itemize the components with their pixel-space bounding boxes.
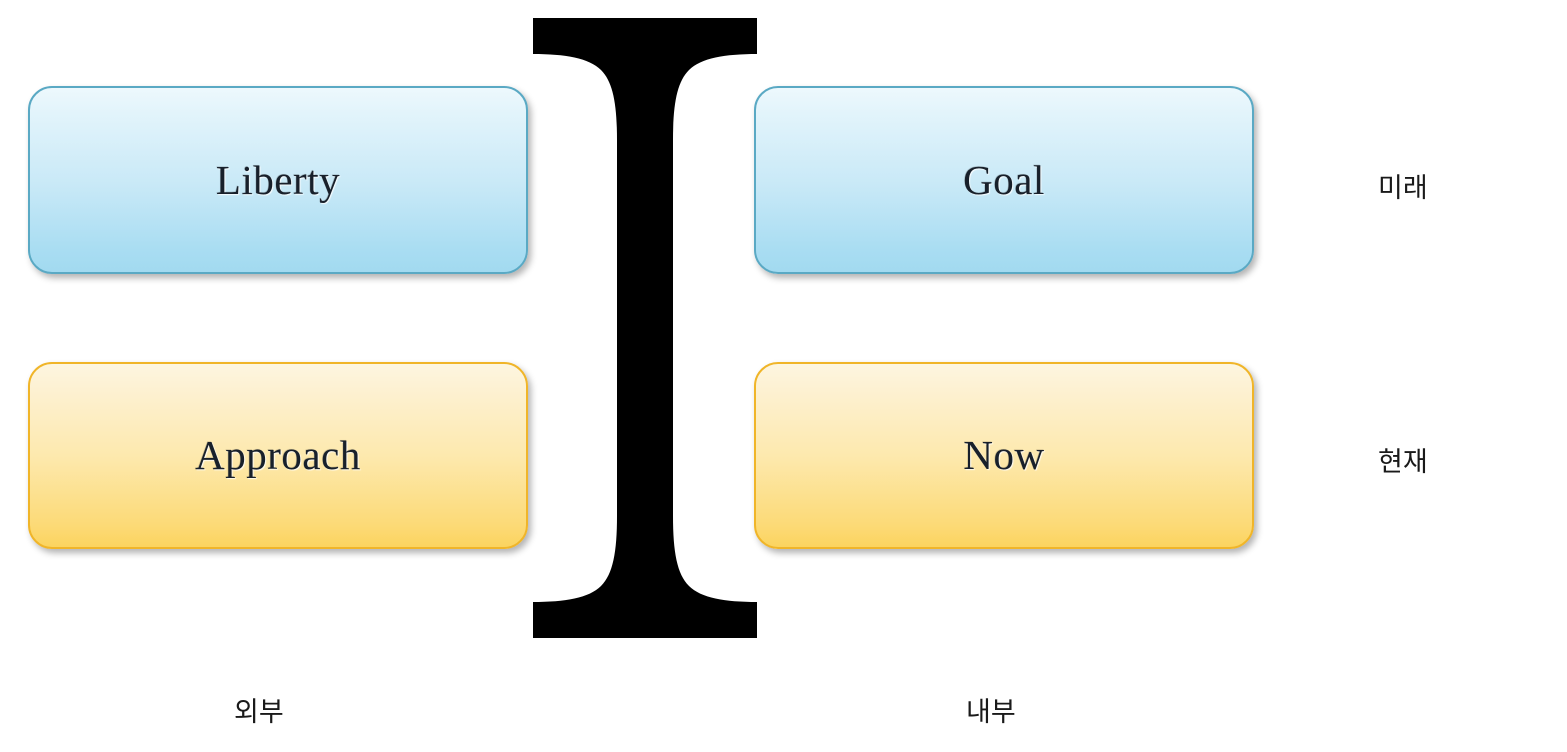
capital-letter-i-serif-icon bbox=[533, 18, 757, 638]
node-approach-label: Approach bbox=[195, 432, 361, 478]
column-label-internal: 내부 bbox=[966, 697, 1016, 727]
row-label-present: 현재 bbox=[1378, 447, 1428, 477]
row-label-future: 미래 bbox=[1378, 173, 1428, 203]
node-now[interactable]: Now bbox=[754, 362, 1254, 549]
node-liberty[interactable]: Liberty bbox=[28, 86, 528, 274]
node-goal-label: Goal bbox=[963, 156, 1045, 203]
node-liberty-label: Liberty bbox=[215, 156, 341, 203]
node-approach[interactable]: Approach bbox=[28, 362, 528, 549]
node-now-label: Now bbox=[963, 432, 1045, 478]
node-goal[interactable]: Goal bbox=[754, 86, 1254, 274]
column-label-external: 외부 bbox=[234, 697, 284, 727]
